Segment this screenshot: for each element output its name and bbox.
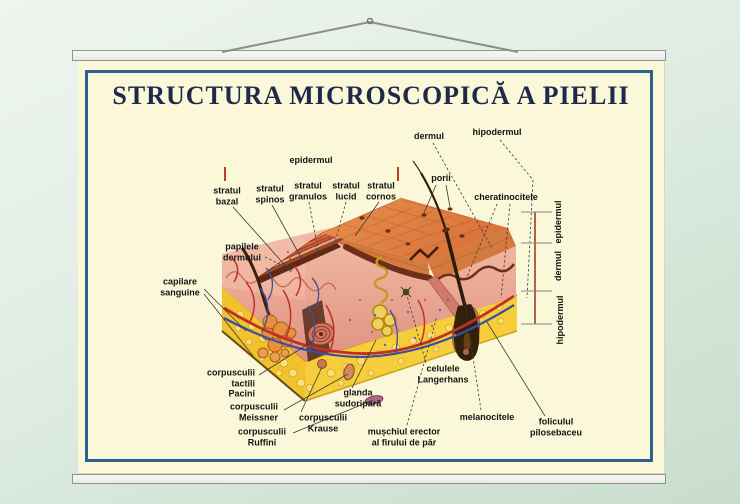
leader-line: [300, 366, 323, 413]
krause-corpuscle: [317, 359, 327, 369]
ruffini-corpuscle: [364, 395, 384, 405]
leader-line: [432, 142, 493, 249]
label-capilare-sanguine: capilare sanguine: [160, 276, 200, 298]
leader-line: [406, 315, 438, 426]
label-stratul-cornos: stratul cornos: [365, 180, 397, 202]
label-corpusculii-ruffini: corpusculii Ruffini: [237, 426, 287, 448]
leader-line: [463, 297, 482, 411]
surface-crevice: [409, 246, 439, 261]
label-foliculul-pilosebaceu: foliculul pilosebaceu: [529, 416, 583, 438]
label-corpusculii-krause: corpusculii Krause: [298, 412, 348, 434]
leader-line: [283, 373, 349, 411]
hanger-ring: [366, 17, 374, 25]
poster-frame: [85, 70, 653, 462]
label-papilele-dermului: papilele dermului: [222, 241, 262, 263]
leader-line: [466, 203, 498, 278]
label-stratul-spinos: stratul spinos: [255, 183, 285, 205]
leader-line: [445, 184, 451, 208]
leader-line: [264, 256, 295, 272]
leader-line: [333, 201, 347, 247]
label-glanda-sudoripara: glanda sudoripară: [334, 387, 382, 409]
label-cheratinocitele: cheratinocitele: [474, 191, 538, 202]
epidermis-band: [322, 228, 516, 282]
label-epidermul-top: epidermul: [289, 154, 333, 165]
label-corpusculii-meissner: corpusculii Meissner: [229, 401, 279, 423]
label-porii: porii: [431, 172, 451, 183]
meissner-corpuscle: [343, 363, 355, 381]
leader-line: [500, 203, 511, 299]
leader-line: [258, 340, 314, 376]
label-dermul: dermul: [413, 130, 445, 141]
label-scale-hipodermul: hipodermul: [555, 295, 565, 345]
label-corpusculii-tactili-pacini: corpusculii tactili Pacini: [206, 367, 256, 399]
leader-line: [271, 204, 305, 264]
rete-ridges: [435, 263, 516, 282]
poster-bottom-rail: [72, 474, 666, 484]
hanger-string: [221, 17, 519, 53]
label-scale-dermul: dermul: [553, 250, 563, 282]
leader-line: [351, 339, 377, 389]
label-stratul-granulos: stratul granulos: [288, 180, 328, 202]
leader-line: [405, 291, 427, 364]
dermo-epidermal-junction: [343, 244, 433, 281]
leader-line: [486, 321, 546, 417]
leader-line: [354, 201, 380, 237]
blood-vessels: [223, 257, 515, 359]
leader-line: [423, 184, 437, 214]
poster-title: STRUCTURA MICROSCOPICĂ A PIELII: [112, 81, 630, 110]
label-stratul-lucid: stratul lucid: [332, 180, 360, 202]
dermal-papillae: [225, 271, 337, 292]
poster-top-rail: [72, 50, 666, 61]
skin-surface: [322, 198, 508, 263]
label-melanocitele: melanocitele: [459, 411, 515, 422]
sweat-duct: [373, 255, 389, 305]
langerhans-cell: [400, 286, 412, 298]
hair-shaft: [420, 172, 448, 232]
pores: [359, 207, 465, 246]
vein: [223, 304, 515, 359]
leader-line: [232, 206, 292, 273]
label-celulele-langerhans: celulele Langerhans: [417, 363, 469, 385]
leader-line: [203, 288, 247, 332]
leader-line: [499, 139, 534, 299]
dermal-papilla-of-follicle: [463, 349, 469, 355]
leader-line: [292, 399, 374, 434]
label-hipodermul: hipodermul: [472, 126, 522, 137]
label-scale-epidermul: epidermul: [553, 200, 563, 244]
artery: [223, 294, 515, 356]
dermis-cells: [348, 298, 457, 347]
label-muschiul-erector: mușchiul erector al firului de păr: [367, 426, 441, 448]
leader-line: [203, 293, 254, 357]
poster-sheet: STRUCTURA MICROSCOPICĂ A PIELII: [78, 61, 665, 474]
label-stratul-bazal: stratul bazal: [213, 185, 241, 207]
leader-lines: [203, 139, 552, 434]
